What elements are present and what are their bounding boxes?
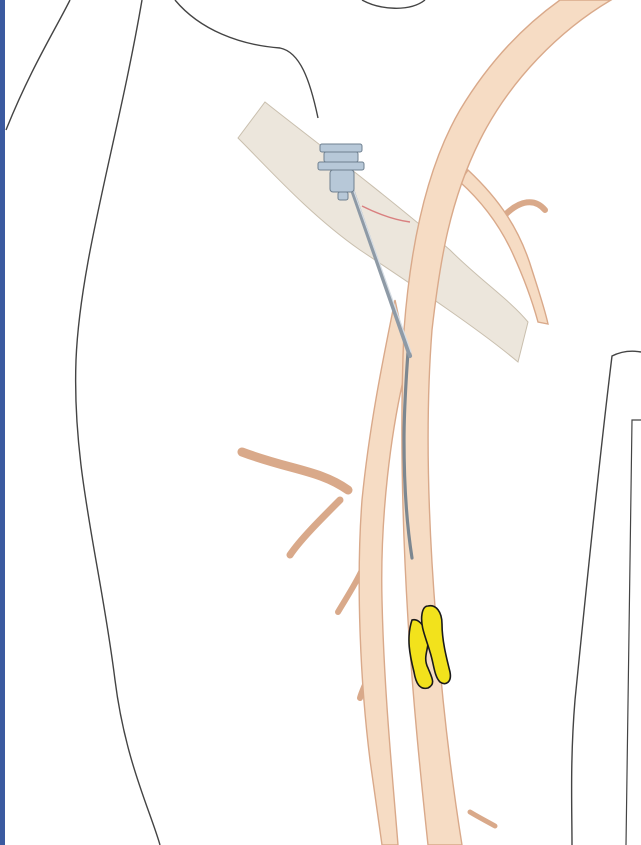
scrotum-outline xyxy=(362,0,425,8)
inner-thigh-outline xyxy=(572,351,641,845)
arterial-branch-upper-left-sub xyxy=(290,500,340,555)
inguinal-ligament xyxy=(238,102,528,362)
deep-femoral-artery xyxy=(359,300,408,845)
femoral-artery xyxy=(402,0,611,845)
arterial-branch-bottom xyxy=(470,812,495,826)
arterial-branch-right-upper xyxy=(505,202,545,215)
groin-outline xyxy=(175,0,318,118)
arterial-branch-lower-1 xyxy=(338,570,362,612)
arterial-branch-upper-left xyxy=(242,452,348,490)
hip-contour xyxy=(6,0,70,130)
thigh-outline-left xyxy=(76,0,160,845)
inner-thigh-outline-2 xyxy=(626,420,641,845)
